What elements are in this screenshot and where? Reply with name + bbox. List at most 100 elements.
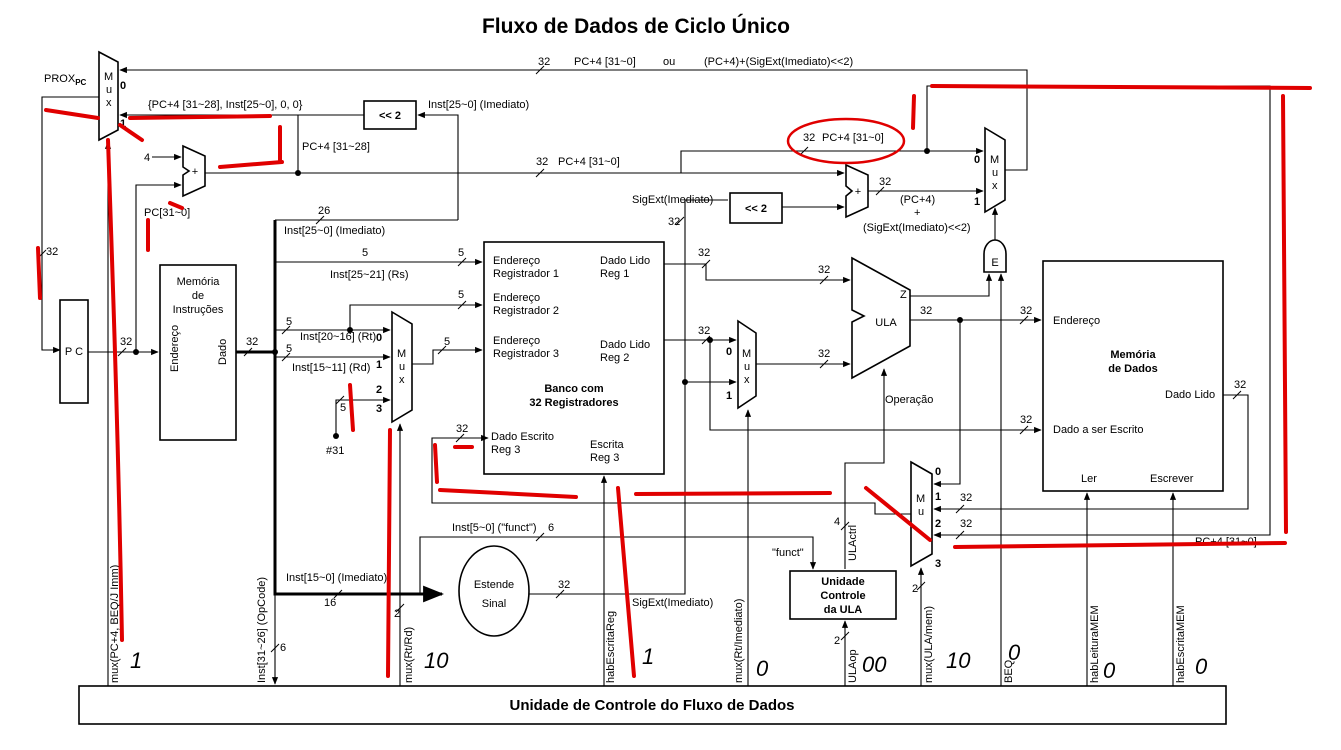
rd1-width: 32: [698, 247, 710, 259]
mux-wb-in1: 1: [935, 491, 941, 503]
pc4-31-28-label: PC+4 [31~28]: [302, 141, 370, 153]
inst-25-21-label: Inst[25~21] (Rs): [330, 269, 409, 281]
mux-branch: M u x 0 1: [974, 126, 1006, 214]
dm-addr-width: 32: [1020, 305, 1032, 317]
prox-pc-width: 32: [46, 246, 58, 258]
r31-width: 5: [340, 402, 346, 414]
instr-mem-title-3: Instruções: [173, 304, 224, 316]
mux-br-u: u: [992, 167, 998, 179]
inst-15-11-label: Inst[15~11] (Rd): [292, 362, 370, 374]
control-signal-names: mux(PC+4, BEQ/J Imm) Inst[31~26] (OpCode…: [109, 525, 1187, 683]
anno-beq: 0: [1008, 640, 1021, 665]
top-bus-or: ou: [663, 56, 675, 68]
bus-width-ticks: [37, 65, 1242, 653]
branch-adder: +: [845, 163, 869, 219]
signal-mux-ula-mem: mux(ULA/mem): [923, 606, 935, 683]
reg-wen-l2: Reg 3: [590, 452, 619, 464]
prox-pc-label: PROXPC: [44, 73, 87, 87]
control-unit: Unidade de Controle do Fluxo de Dados: [78, 685, 1227, 725]
anno-mux-rt-imm: 0: [756, 656, 769, 681]
sign-extend: Estende Sinal: [458, 545, 530, 637]
mux-wb-u: u: [918, 506, 924, 518]
mux-alu-m: M: [742, 348, 751, 360]
signal-hab-leitura-mem: habLeituraMEM: [1089, 605, 1101, 683]
pc4-circle-label: PC+4 [31~0]: [822, 132, 884, 144]
mux-writeback: M u 0 1 2 3: [910, 460, 941, 570]
mux-reg-in3: 3: [376, 403, 382, 415]
shift-left-jump-label: << 2: [379, 110, 401, 122]
red-path-highlights: [36, 84, 1312, 678]
wreg-width: 5: [444, 336, 450, 348]
mux-alu-in0: 0: [726, 346, 732, 358]
rs-width-a: 5: [362, 247, 368, 259]
mux-reg-u: u: [399, 361, 405, 373]
regfile-title-1: Banco com: [544, 383, 604, 395]
anno-mux-ula-mem: 10: [946, 648, 971, 673]
instr-mem-title-1: Memória: [177, 276, 221, 288]
register-file: Endereço Registrador 1 Endereço Registra…: [483, 241, 665, 475]
top-bus-pc4: PC+4 [31~0]: [574, 56, 636, 68]
pc4-31-0-label: PC+4 [31~0]: [558, 156, 620, 168]
signal-beq: BEQ: [1003, 659, 1015, 683]
mux-alu-in1: 1: [726, 390, 732, 402]
anno-mux-pc: 1: [130, 648, 142, 673]
instr-out-width: 32: [246, 336, 258, 348]
reg-write-l1: Endereço: [493, 335, 540, 347]
data-mem-title-1: Memória: [1110, 349, 1156, 361]
pc-31-0-label: PC[31~0]: [144, 207, 190, 219]
signal-mux-rt-rd: mux(Rt/Rd): [403, 627, 415, 683]
anno-hab-escrita-mem: 0: [1195, 654, 1208, 679]
alu-ctrl-l2: Controle: [820, 590, 865, 602]
mux-alu-u: u: [744, 361, 750, 373]
funct-width: 6: [548, 522, 554, 534]
diagram-title: Fluxo de Dados de Ciclo Único: [482, 14, 790, 38]
mux-br-x: x: [992, 180, 998, 192]
shift-left-branch-label: << 2: [745, 203, 767, 215]
pc-adder: +: [182, 144, 206, 198]
wb-in1-width: 32: [960, 492, 972, 504]
mux-next-pc: M u x 0 1: [98, 50, 126, 142]
instr-mem-title-2: de: [192, 290, 204, 302]
mux-reg-x: x: [399, 374, 405, 386]
mux-pc-u: u: [106, 84, 112, 96]
pc4-plus-l3: (SigExt(Imediato)<<2): [863, 222, 971, 234]
opcode-width: 6: [280, 642, 286, 654]
control-unit-label: Unidade de Controle do Fluxo de Dados: [509, 697, 794, 714]
dm-rdata-port: Dado Lido: [1165, 389, 1215, 401]
top-bus-width: 32: [538, 56, 550, 68]
rd2-width: 32: [698, 325, 710, 337]
reg-read1-l2: Registrador 1: [493, 268, 559, 280]
signal-ulactrl: ULActrl: [847, 525, 859, 561]
reg-out1-l2: Reg 1: [600, 268, 629, 280]
pc4-plus-l1: (PC+4): [900, 194, 935, 206]
mux-pc-m: M: [104, 71, 113, 83]
inst-25-0-label: Inst[25~0] (Imediato): [284, 225, 385, 237]
mux-reg-m: M: [397, 348, 406, 360]
mux-br-in0: 0: [974, 154, 980, 166]
pc4-highlight-circle: [786, 117, 906, 165]
four-constant: 4: [144, 152, 150, 164]
mux-alu-x: x: [744, 374, 750, 386]
mux-pc-x: x: [106, 97, 112, 109]
dm-wdata-width: 32: [1020, 414, 1032, 426]
signal-mux-rt-imm: mux(Rt/Imediato): [733, 599, 745, 683]
rt-width-b: 5: [458, 289, 464, 301]
signal-mux-pc: mux(PC+4, BEQ/J Imm): [109, 565, 121, 683]
signal-opcode: Inst[31~26] (OpCode): [256, 577, 268, 683]
reg-wdata-l2: Reg 3: [491, 444, 520, 456]
regfile-title-2: 32 Registradores: [529, 397, 618, 409]
mux-wb-m: M: [916, 493, 925, 505]
sigext-out-width: 32: [558, 579, 570, 591]
sigext-top-width: 32: [668, 216, 680, 228]
branch-adder-symbol: +: [855, 186, 861, 198]
reg-out2-l2: Reg 2: [600, 352, 629, 364]
dm-wdata-port: Dado a ser Escrito: [1053, 424, 1143, 436]
data-memory: Memória de Dados Endereço Dado a ser Esc…: [1042, 260, 1224, 492]
alu-label: ULA: [875, 317, 897, 329]
rt-width-a: 5: [286, 316, 292, 328]
signal-hab-escrita-reg: habEscritaReg: [605, 611, 617, 683]
anno-ula-op: 00: [862, 652, 887, 677]
sign-extend-l2: Sinal: [482, 598, 506, 610]
mux-wb-in2: 2: [935, 518, 941, 530]
